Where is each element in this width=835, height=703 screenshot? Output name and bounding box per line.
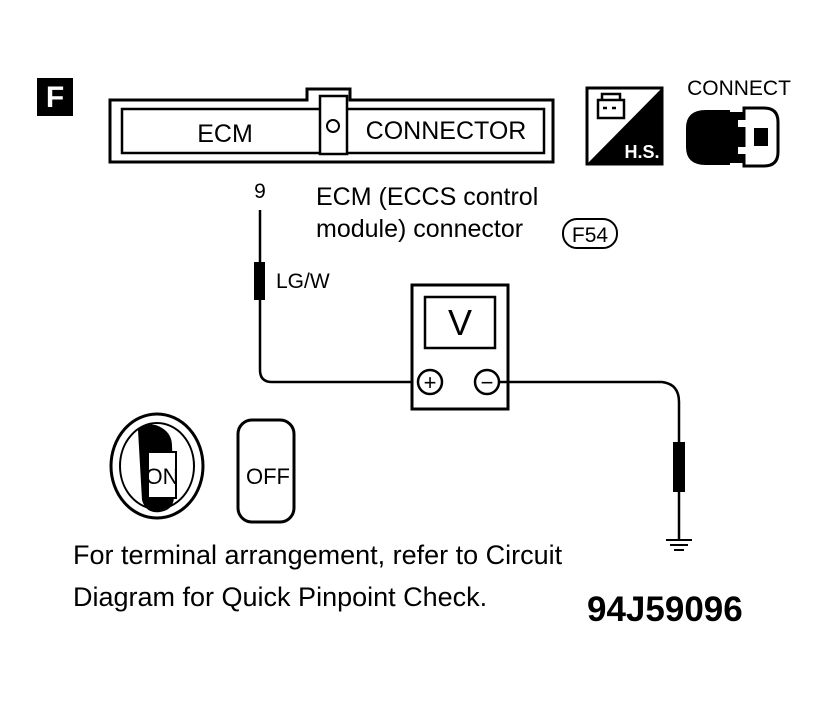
- ecm-connector-block: [108, 87, 555, 164]
- ignition-key-on-icon: ON: [109, 412, 205, 520]
- note-line1: For terminal arrangement, refer to Circu…: [73, 540, 563, 570]
- positive-probe: [254, 262, 265, 300]
- connector-code-badge: [562, 218, 618, 249]
- positive-terminal: [416, 368, 444, 396]
- negative-probe: [673, 442, 685, 492]
- voltmeter: V + −: [410, 283, 510, 411]
- positive-terminal-symbol: +: [424, 370, 437, 395]
- ignition-off-switch-icon: OFF: [236, 418, 296, 524]
- connector-code: F54: [572, 224, 609, 247]
- harness-connector-icon: [596, 92, 626, 120]
- step-letter: F: [46, 81, 64, 114]
- positive-probe-wire: [258, 210, 418, 384]
- connect-label: CONNECT: [687, 77, 791, 100]
- connected-plug-icon: [686, 106, 780, 168]
- ignition-off-label: OFF: [246, 464, 290, 489]
- note-line2: Diagram for Quick Pinpoint Check.: [73, 582, 487, 612]
- negative-terminal-symbol: −: [481, 370, 494, 395]
- harness-badge-label: H.S.: [624, 142, 659, 162]
- ecm-description-line2: module) connector: [316, 215, 523, 243]
- ecm-description-line1: ECM (ECCS control: [316, 183, 538, 211]
- wire-color-label: LG/W: [276, 270, 330, 293]
- figure-code: 94J59096: [587, 590, 743, 629]
- connector-right-label: CONNECTOR: [366, 117, 527, 145]
- ground-icon: [666, 539, 692, 551]
- terminal-number: 9: [254, 180, 266, 203]
- voltmeter-symbol: V: [448, 302, 472, 343]
- ignition-on-label: ON: [146, 464, 179, 489]
- step-badge: F: [37, 78, 73, 116]
- harness-side-badge: H.S.: [585, 86, 664, 166]
- connector-left-label: ECM: [197, 120, 253, 148]
- negative-probe-wire: [499, 380, 681, 540]
